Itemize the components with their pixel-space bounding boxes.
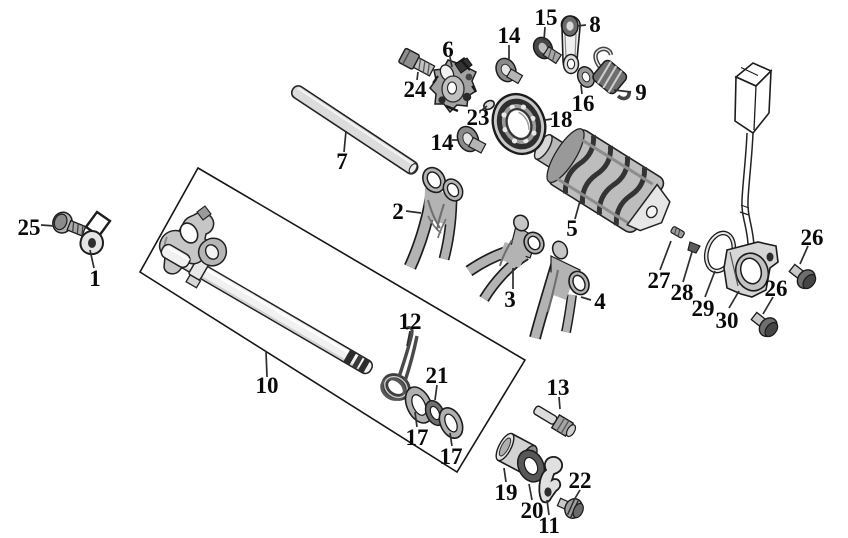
svg-text:18: 18 xyxy=(550,107,573,132)
svg-text:26: 26 xyxy=(765,276,788,301)
svg-text:4: 4 xyxy=(594,289,606,314)
svg-text:14: 14 xyxy=(498,23,522,48)
svg-text:23: 23 xyxy=(467,105,490,130)
svg-text:27: 27 xyxy=(648,268,671,293)
svg-text:19: 19 xyxy=(495,480,518,505)
svg-text:3: 3 xyxy=(504,287,516,312)
svg-text:28: 28 xyxy=(671,280,694,305)
svg-text:1: 1 xyxy=(89,266,101,291)
svg-text:9: 9 xyxy=(635,80,647,105)
svg-text:24: 24 xyxy=(404,77,428,102)
svg-text:5: 5 xyxy=(566,216,578,241)
svg-text:26: 26 xyxy=(801,225,824,250)
svg-text:30: 30 xyxy=(716,308,739,333)
svg-text:14: 14 xyxy=(431,130,455,155)
svg-text:17: 17 xyxy=(406,425,429,450)
svg-text:22: 22 xyxy=(569,468,592,493)
svg-text:16: 16 xyxy=(572,91,595,116)
svg-text:12: 12 xyxy=(399,309,422,334)
svg-text:15: 15 xyxy=(535,5,558,30)
svg-text:20: 20 xyxy=(521,498,544,523)
svg-text:21: 21 xyxy=(426,363,449,388)
svg-text:2: 2 xyxy=(392,199,404,224)
svg-text:10: 10 xyxy=(256,373,279,398)
svg-text:11: 11 xyxy=(538,513,560,538)
svg-text:29: 29 xyxy=(692,296,715,321)
svg-text:17: 17 xyxy=(440,444,463,469)
svg-text:7: 7 xyxy=(336,149,348,174)
svg-text:13: 13 xyxy=(547,375,570,400)
svg-text:8: 8 xyxy=(589,12,601,37)
svg-text:25: 25 xyxy=(18,215,41,240)
svg-text:6: 6 xyxy=(442,37,454,62)
